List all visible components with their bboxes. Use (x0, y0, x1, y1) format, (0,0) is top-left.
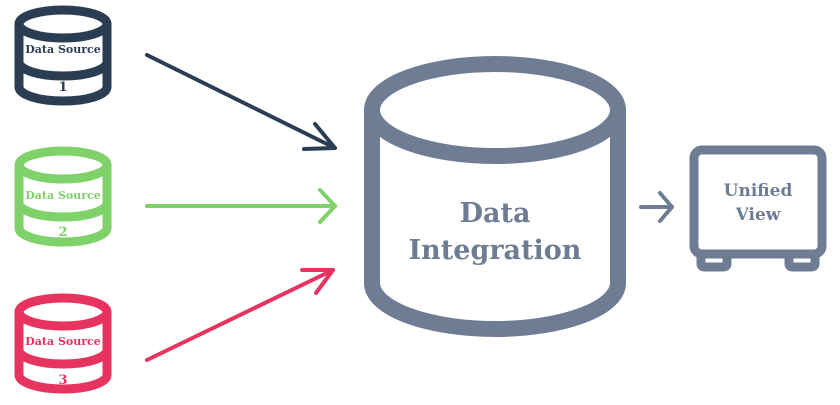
data-source-3-body (14, 307, 112, 394)
data-source-1-body (14, 19, 112, 106)
arrow-source-2-to-integration (145, 188, 337, 224)
data-source-3-cylinder (14, 293, 112, 394)
unified-view-label-line1: Unified (724, 181, 793, 201)
data-source-2-number: 2 (58, 225, 67, 240)
data-source-2-top (14, 146, 112, 184)
arrow-integration-to-unified-view (639, 191, 674, 223)
data-source-2-label: Data Source (25, 189, 100, 202)
unified-view-left-foot (696, 249, 732, 272)
data-source-2-body (14, 160, 112, 247)
data-source-1-label: Data Source (25, 43, 100, 56)
arrow-1-head (302, 122, 337, 151)
arrow-3-shaft (145, 268, 335, 362)
data-source-1-cylinder (14, 5, 112, 106)
data-source-1-top (14, 5, 112, 43)
data-integration-top (364, 56, 626, 164)
arrow-source-3-to-integration (145, 268, 335, 362)
data-source-3-top (14, 293, 112, 331)
data-source-3-number: 3 (58, 373, 67, 388)
data-source-2-cylinder (14, 146, 112, 247)
unified-view-label-line2: View (735, 205, 781, 225)
data-integration-label-line2: Integration (409, 235, 582, 266)
arrow-4-head (658, 191, 674, 223)
data-source-1-band (14, 57, 112, 81)
unified-view-frame (689, 145, 827, 259)
unified-view-monitor (689, 145, 827, 272)
data-source-3-band (14, 345, 112, 369)
unified-view-right-foot (784, 249, 820, 272)
data-source-2-band (14, 198, 112, 222)
data-integration-cylinder (364, 56, 626, 337)
data-integration-body (364, 102, 626, 337)
arrow-2-head (318, 188, 337, 224)
arrow-3-head (300, 268, 335, 295)
data-integration-label-line1: Data (460, 198, 531, 229)
arrow-source-1-to-integration (145, 53, 337, 151)
arrow-1-shaft (145, 53, 337, 150)
data-source-1-number: 1 (58, 80, 67, 95)
data-source-3-label: Data Source (25, 335, 100, 348)
